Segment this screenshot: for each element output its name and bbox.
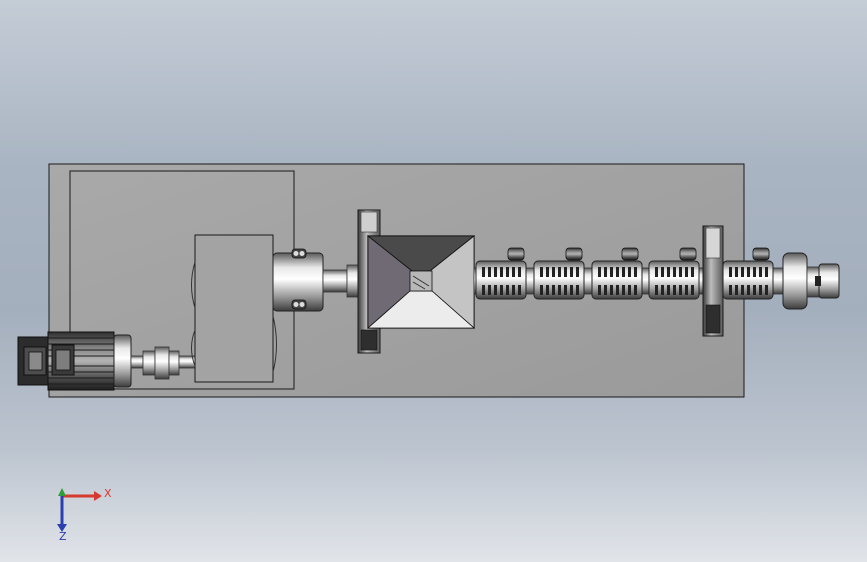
x-axis-arrowhead xyxy=(94,491,102,501)
heater-band[interactable] xyxy=(591,247,643,300)
x-axis-label: X xyxy=(104,487,112,500)
coupling[interactable] xyxy=(130,346,196,380)
coordinate-triad xyxy=(54,488,102,532)
die-flange[interactable] xyxy=(782,252,840,310)
y-axis-arrowhead xyxy=(58,488,66,496)
heater-bands[interactable] xyxy=(475,247,774,300)
heater-band[interactable] xyxy=(475,247,527,300)
heater-band[interactable] xyxy=(533,247,585,300)
z-axis-label: Z xyxy=(59,530,67,543)
bearing-housing[interactable] xyxy=(272,248,360,312)
z-axis-arrowhead xyxy=(57,524,67,532)
heater-band[interactable] xyxy=(648,247,700,300)
support-bracket[interactable] xyxy=(702,225,724,337)
motor[interactable] xyxy=(17,331,132,391)
hopper[interactable] xyxy=(366,235,476,329)
gearbox[interactable] xyxy=(191,234,277,383)
heater-band[interactable] xyxy=(722,247,774,300)
